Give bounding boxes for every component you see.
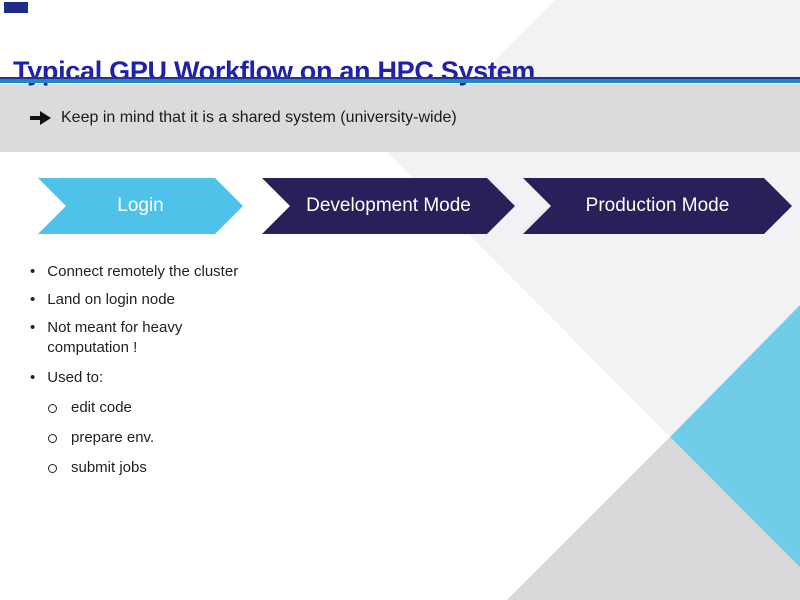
bullet-circle-icon [48,434,57,443]
facet-bottom-gray-triangle [507,437,800,600]
list-item-text: Land on login node [47,291,175,308]
sub-list-item-text: submit jobs [71,459,147,476]
workflow-chevrons: Login Development Mode Production Mode [0,178,800,234]
list-item-text: Not meant for heavy computation ! [47,319,183,356]
sub-list-item: prepare env. [48,428,280,448]
sub-list-item: submit jobs [48,458,280,478]
bullet-dot-icon: • [30,291,36,308]
bullet-circle-icon [48,464,57,473]
list-item-text: Connect remotely the cluster [47,263,239,280]
workflow-step-login: Login [38,178,243,234]
bullet-circle-icon [48,404,57,413]
list-item: • Not meant for heavy computation ! [30,318,280,358]
note-band: Keep in mind that it is a shared system … [0,84,800,152]
list-item: • Land on login node [30,290,280,310]
workflow-step-development-mode: Development Mode [262,178,515,234]
sub-list-item: edit code [48,398,280,418]
bullet-dot-icon: • [30,263,36,280]
right-arrow-icon [30,111,51,125]
bullet-dot-icon: • [30,369,36,386]
login-sub-bullet-list: edit code prepare env. submit jobs [48,398,280,478]
list-item-text: Used to: [47,369,104,386]
facet-cyan-triangle [670,305,800,568]
list-item: • Connect remotely the cluster [30,262,280,282]
list-item: • Used to: [30,368,280,388]
sub-list-item-text: prepare env. [71,429,155,446]
workflow-step-production-mode: Production Mode [523,178,792,234]
title-rule-blue [0,79,800,83]
title-rule-navy [0,77,800,79]
facet-top-right-triangle [471,0,800,84]
note-text: Keep in mind that it is a shared system … [61,109,457,126]
sub-list-item-text: edit code [71,399,132,416]
workflow-step-label: Production Mode [585,195,730,216]
workflow-step-label: Development Mode [306,195,471,216]
corner-accent-chip [4,2,28,13]
bullet-dot-icon: • [30,319,36,336]
workflow-step-label: Login [117,195,164,216]
login-bullet-list: • Connect remotely the cluster • Land on… [30,262,280,488]
